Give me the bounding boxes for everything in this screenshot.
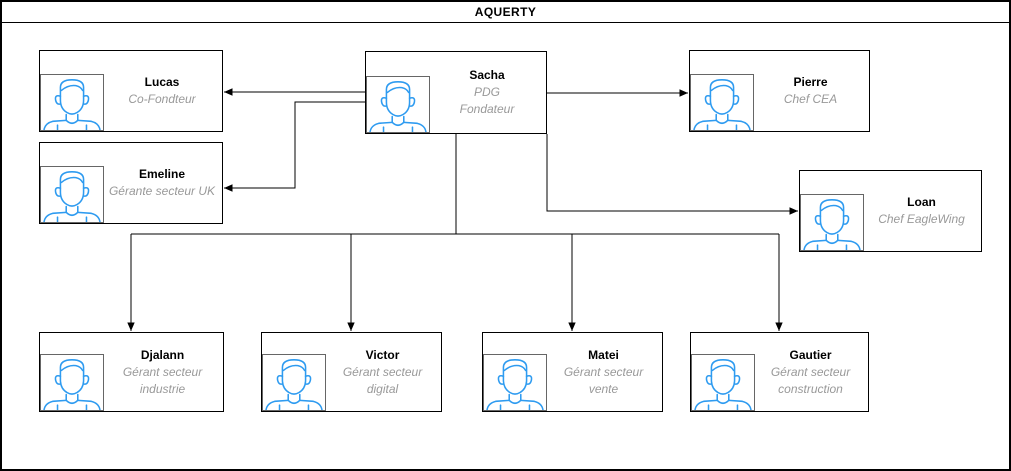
person-role: Gérante secteur UK <box>108 184 216 198</box>
person-role: construction <box>778 381 843 396</box>
photo-frame <box>40 74 104 131</box>
person-role: Fondateur <box>459 102 515 116</box>
person-name: Djalann <box>140 347 185 362</box>
person-role: industrie <box>139 381 186 396</box>
person-name: Victor <box>365 347 400 362</box>
node-djalann[interactable]: Djalann Gérant secteur industrie <box>39 332 224 412</box>
photo-frame <box>262 354 326 411</box>
photo-frame <box>483 354 547 411</box>
person-name: Pierre <box>793 75 828 89</box>
person-icon <box>265 359 323 410</box>
node-gautier[interactable]: Gautier Gérant secteur construction <box>690 332 869 412</box>
person-role: Chef CEA <box>783 92 838 106</box>
node-emeline[interactable]: Emeline Gérante secteur UK <box>39 142 223 224</box>
person-role: Gérant secteur <box>122 364 203 379</box>
person-role: Gérant secteur <box>342 364 423 379</box>
photo-frame <box>40 166 104 223</box>
person-role: Chef EagleWing <box>878 212 965 226</box>
photo-frame <box>40 354 104 411</box>
person-name: Loan <box>907 195 936 209</box>
person-role: PDG <box>473 85 500 99</box>
photo-frame <box>366 76 430 133</box>
node-sacha[interactable]: Sacha PDG Fondateur <box>365 51 547 134</box>
node-loan[interactable]: Loan Chef EagleWing <box>799 170 982 252</box>
person-icon <box>803 199 861 250</box>
person-icon <box>43 171 101 222</box>
person-role: Co-Fondteur <box>128 92 196 106</box>
chart-title-bar: AQUERTY <box>2 2 1009 23</box>
person-role: vente <box>588 381 619 396</box>
photo-frame <box>800 194 864 251</box>
node-lucas[interactable]: Lucas Co-Fondteur <box>39 50 223 132</box>
person-icon <box>43 79 101 130</box>
node-victor[interactable]: Victor Gérant secteur digital <box>261 332 442 412</box>
person-icon <box>486 359 544 410</box>
person-role: digital <box>366 381 399 396</box>
person-role: Gérant secteur <box>770 364 851 379</box>
edge-sacha-emeline[interactable] <box>224 101 365 192</box>
node-pierre[interactable]: Pierre Chef CEA <box>689 50 870 132</box>
edge-sacha-loan[interactable] <box>546 134 798 215</box>
node-matei[interactable]: Matei Gérant secteur vente <box>482 332 663 412</box>
person-name: Sacha <box>469 68 505 82</box>
person-icon <box>693 79 751 130</box>
person-name: Matei <box>588 347 619 362</box>
photo-frame <box>690 74 754 131</box>
person-role: Gérant secteur <box>563 364 644 379</box>
person-icon <box>694 359 752 410</box>
person-name: Emeline <box>138 167 186 181</box>
photo-frame <box>691 354 755 411</box>
person-name: Lucas <box>144 75 180 89</box>
person-name: Gautier <box>789 347 832 362</box>
chart-title: AQUERTY <box>474 5 537 19</box>
person-icon <box>369 81 427 132</box>
person-icon <box>43 359 101 410</box>
